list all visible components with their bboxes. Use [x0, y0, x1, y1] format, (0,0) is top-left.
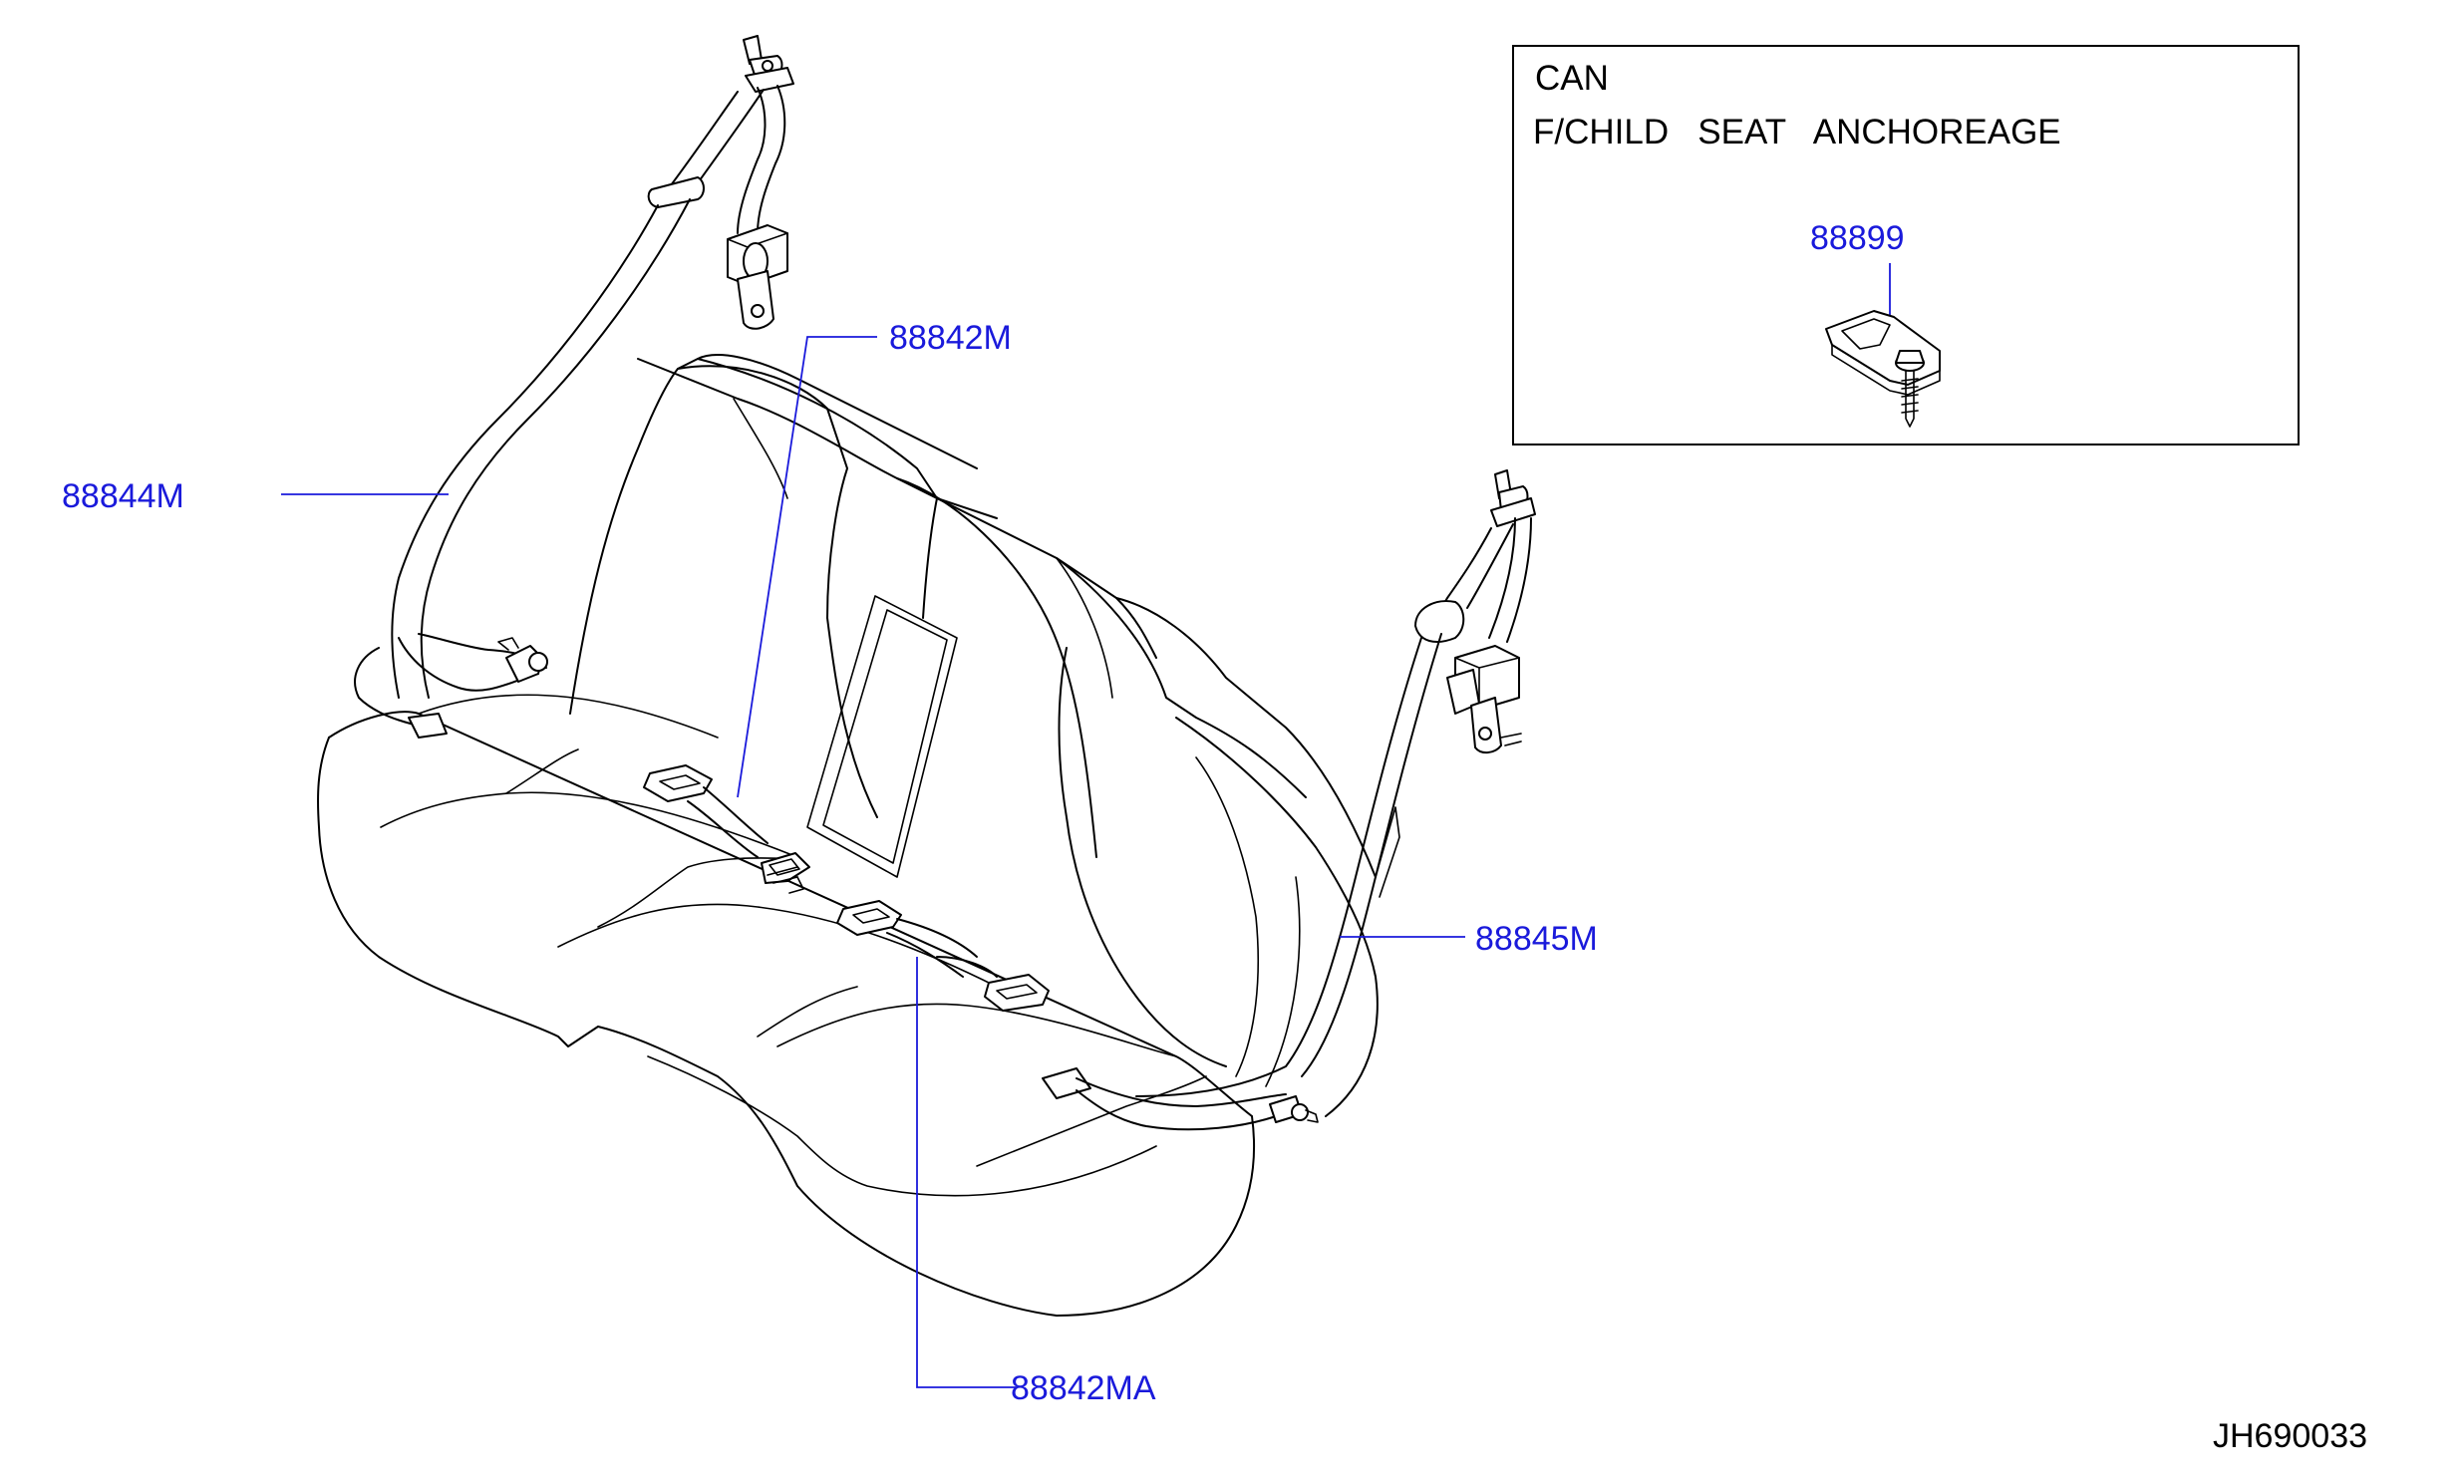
inset-box: CAN F/CHILD SEAT ANCHOREAGE 88899	[1512, 45, 2300, 445]
callout-88899[interactable]: 88899	[1810, 219, 1905, 257]
leader-88842MA	[916, 957, 1017, 1388]
inset-title-anchorage: F/CHILD SEAT ANCHOREAGE	[1533, 113, 2061, 151]
rear-seat-cushion	[317, 694, 1256, 1317]
seat-belt-left-assembly	[354, 35, 794, 739]
leader-88842M	[737, 336, 877, 798]
callout-88842M[interactable]: 88842M	[889, 319, 1012, 357]
leader-lines	[281, 336, 1465, 1388]
callout-88845M[interactable]: 88845M	[1475, 920, 1598, 958]
rear-seat-back	[569, 354, 1400, 1117]
callout-88842MA[interactable]: 88842MA	[1011, 1369, 1156, 1407]
child-seat-anchor-bracket	[1825, 310, 1941, 428]
seat-belt-center-buckle-assembly	[643, 764, 810, 894]
callout-88844M[interactable]: 88844M	[62, 477, 184, 515]
seat-belt-center-lower-assembly	[836, 900, 1050, 1012]
inset-title-can: CAN	[1535, 59, 1609, 98]
drawing-code: JH690033	[2213, 1417, 2367, 1455]
seat-belt-right-assembly	[1042, 469, 1536, 1131]
